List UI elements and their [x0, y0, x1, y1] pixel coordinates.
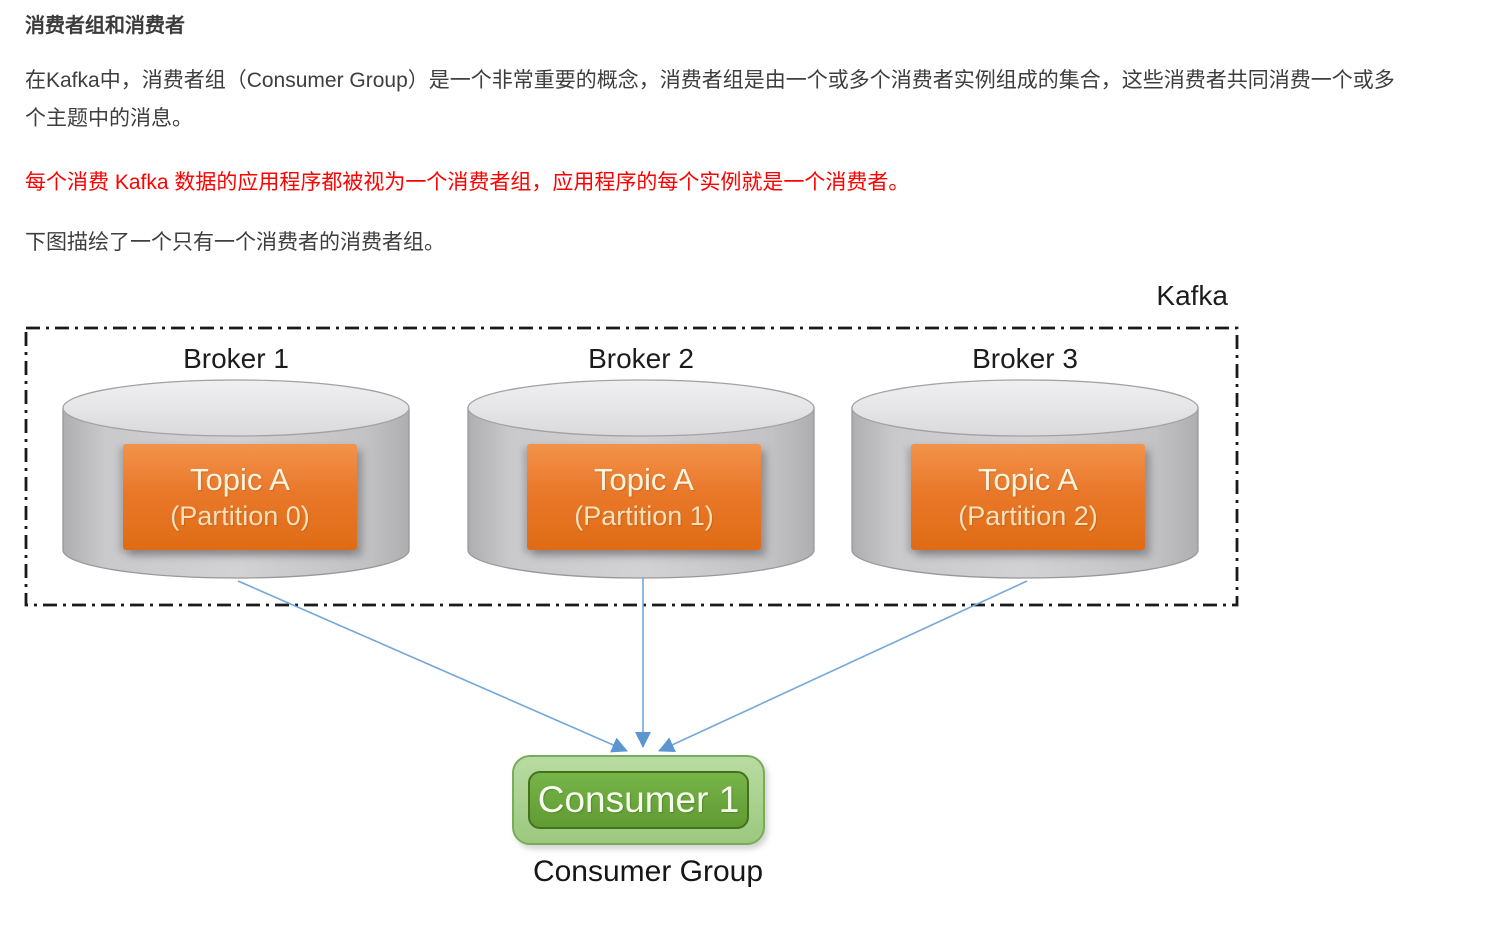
page-title: 消费者组和消费者	[25, 15, 185, 37]
topic-name: Topic A	[190, 462, 290, 497]
topic-partition1-box: Topic A (Partition 1)	[527, 444, 761, 550]
paragraph-figure-caption: 下图描绘了一个只有一个消费者的消费者组。	[25, 231, 445, 254]
topic-name: Topic A	[978, 462, 1078, 497]
topic-name: Topic A	[594, 462, 694, 497]
consumer-group-label: Consumer Group	[532, 855, 764, 888]
kafka-cluster-label: Kafka	[1156, 280, 1228, 311]
paragraph-highlight-red: 每个消费 Kafka 数据的应用程序都被视为一个消费者组，应用程序的每个实例就是…	[25, 171, 910, 194]
consumer-group-box: Consumer 1	[512, 755, 765, 845]
broker3-label: Broker 3	[972, 343, 1078, 374]
topic-partition0-box: Topic A (Partition 0)	[123, 444, 357, 550]
arrow-broker1-to-consumer	[237, 580, 628, 753]
paragraph-intro: 在Kafka中，消费者组（Consumer Group）是一个非常重要的概念，消…	[25, 69, 1395, 130]
consumer1-box: Consumer 1	[528, 771, 749, 829]
broker2-label: Broker 2	[588, 343, 694, 374]
broker1-label: Broker 1	[183, 343, 289, 374]
partition-label: (Partition 2)	[958, 501, 1098, 531]
consumer1-label: Consumer 1	[537, 779, 740, 820]
topic-partition2-box: Topic A (Partition 2)	[911, 444, 1145, 550]
partition-label: (Partition 0)	[170, 501, 310, 531]
partition-label: (Partition 1)	[574, 501, 714, 531]
arrow-broker3-to-consumer	[658, 580, 1028, 752]
